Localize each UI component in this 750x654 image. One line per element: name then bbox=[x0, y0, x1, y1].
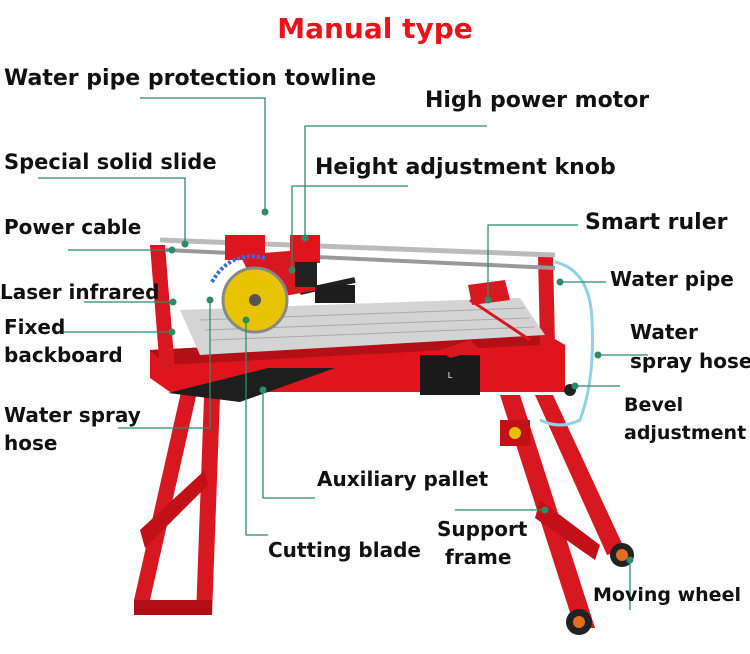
label-water-spray-hose-left-line2: hose bbox=[4, 431, 58, 455]
label-water-pipe: Water pipe bbox=[610, 267, 734, 291]
label-special-solid-slide: Special solid slide bbox=[4, 150, 217, 174]
label-water-pipe-towline: Water pipe protection towline bbox=[4, 66, 377, 91]
smart-ruler bbox=[440, 280, 531, 358]
label-support-frame-line1: Support bbox=[437, 517, 528, 541]
label-smart-ruler: Smart ruler bbox=[585, 210, 728, 235]
cutting-blade bbox=[210, 254, 289, 334]
label-cutting-blade: Cutting blade bbox=[268, 538, 421, 562]
label-water-spray-hose-right-line2: spray hose bbox=[630, 349, 750, 373]
guide-block bbox=[315, 285, 355, 303]
support-frame-left bbox=[134, 370, 221, 615]
label-moving-wheel: Moving wheel bbox=[593, 584, 741, 606]
label-power-cable: Power cable bbox=[4, 215, 142, 239]
label-fixed-backboard-line2: backboard bbox=[4, 343, 123, 367]
label-high-power-motor: High power motor bbox=[425, 88, 650, 113]
diagram-title: Manual type bbox=[277, 12, 473, 45]
moving-wheels bbox=[566, 543, 634, 635]
label-bevel-adjustment-line1: Bevel bbox=[624, 394, 684, 416]
leader-lines bbox=[38, 97, 648, 610]
svg-text:L: L bbox=[448, 371, 453, 380]
label-bevel-adjustment-line2: adjustment bbox=[624, 422, 747, 444]
label-water-spray-hose-right-line1: Water bbox=[630, 320, 698, 344]
label-water-spray-hose-left-line1: Water spray bbox=[4, 403, 141, 427]
label-height-adjustment-knob: Height adjustment knob bbox=[315, 155, 616, 180]
label-fixed-backboard-line1: Fixed bbox=[4, 315, 66, 339]
label-auxiliary-pallet: Auxiliary pallet bbox=[317, 467, 489, 491]
label-laser-infrared: Laser infrared bbox=[0, 280, 160, 304]
label-support-frame-line2: frame bbox=[445, 545, 512, 569]
